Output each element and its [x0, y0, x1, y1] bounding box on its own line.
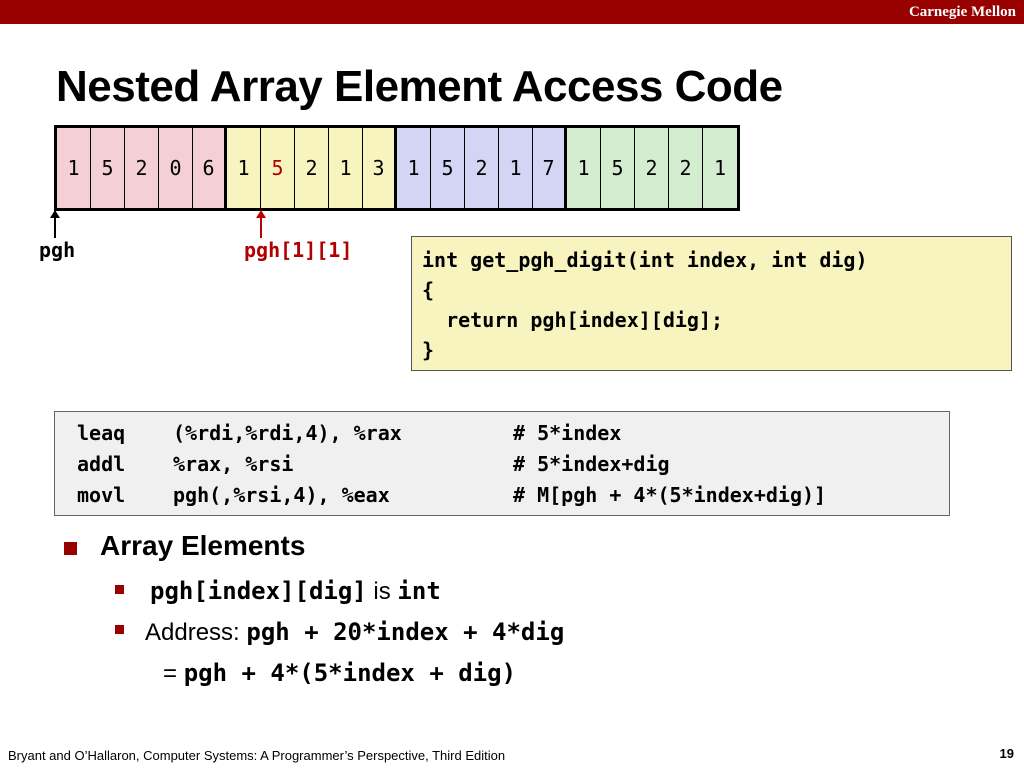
asm-comment: # M[pgh + 4*(5*index+dig)]	[513, 483, 827, 507]
bullet-address: Address: pgh + 20*index + 4*dig	[145, 618, 564, 647]
array-cell: 6	[193, 128, 227, 208]
c-code-box: int get_pgh_digit(int index, int dig) { …	[411, 236, 1012, 371]
array-cell: 2	[465, 128, 499, 208]
slide-title: Nested Array Element Access Code	[56, 62, 783, 111]
square-bullet-icon	[115, 625, 124, 634]
asm-args: %rax, %rsi	[173, 452, 294, 476]
array-cell: 0	[159, 128, 193, 208]
bullet-text: Address:	[145, 619, 247, 646]
asm-row: addl %rax, %rsi # 5*index+dig	[55, 449, 949, 479]
array-cell: 2	[295, 128, 329, 208]
asm-opcode: addl	[77, 452, 126, 476]
square-bullet-icon	[115, 585, 124, 594]
code-address-simplified: pgh + 4*(5*index + dig)	[183, 659, 517, 687]
array-cell: 5	[91, 128, 125, 208]
asm-args: pgh(,%rsi,4), %eax	[173, 483, 390, 507]
array-cell: 1	[703, 128, 737, 208]
array-cell: 1	[499, 128, 533, 208]
code-line: }	[422, 338, 435, 362]
pgh11-arrow-head-icon	[256, 210, 266, 218]
pgh-arrow-head-icon	[50, 210, 60, 218]
asm-comment: # 5*index	[513, 421, 622, 445]
array-cell: 1	[57, 128, 91, 208]
pgh11-arrow-line	[260, 216, 262, 238]
square-bullet-icon	[64, 542, 77, 555]
pgh11-pointer-label: pgh[1][1]	[244, 238, 353, 262]
array-cell: 5	[431, 128, 465, 208]
pgh-arrow-line	[54, 216, 56, 238]
code-address-formula: pgh + 20*index + 4*dig	[246, 618, 565, 646]
array-cell: 1	[567, 128, 601, 208]
pgh-pointer-label: pgh	[39, 238, 76, 262]
array-cell: 2	[669, 128, 703, 208]
array-diagram: 1 5 2 0 6 1 5 2 1 3 1 5 2 1 7 1 5 2 2 1	[54, 125, 740, 211]
array-cell: 3	[363, 128, 397, 208]
bullet-text: is	[366, 578, 398, 605]
bullet-array-elements: Array Elements	[100, 530, 306, 561]
array-cell: 7	[533, 128, 567, 208]
bullet-address-simplified: = pgh + 4*(5*index + dig)	[163, 659, 516, 688]
array-cell: 5	[601, 128, 635, 208]
code-pgh-index-dig: pgh[index][dig]	[150, 577, 367, 605]
array-cell-highlighted: 5	[261, 128, 295, 208]
asm-args: (%rdi,%rdi,4), %rax	[173, 421, 402, 445]
header-bar: Carnegie Mellon	[0, 0, 1024, 24]
array-cell: 1	[329, 128, 363, 208]
bullet-element-type: pgh[index][dig] is int	[150, 577, 441, 606]
array-cell: 2	[635, 128, 669, 208]
code-line: return pgh[index][dig];	[422, 308, 724, 332]
array-cell: 1	[227, 128, 261, 208]
code-line: int get_pgh_digit(int index, int dig)	[422, 248, 868, 272]
code-int: int	[397, 577, 441, 605]
asm-opcode: leaq	[77, 421, 126, 445]
assembly-code-box: leaq (%rdi,%rdi,4), %rax # 5*index addl …	[54, 411, 950, 516]
asm-comment: # 5*index+dig	[513, 452, 670, 476]
code-line: {	[422, 278, 435, 302]
equals-sign: =	[163, 660, 184, 687]
asm-row: leaq (%rdi,%rdi,4), %rax # 5*index	[55, 418, 949, 448]
footer-citation: Bryant and O’Hallaron, Computer Systems:…	[8, 748, 506, 763]
array-cell: 1	[397, 128, 431, 208]
array-cell: 2	[125, 128, 159, 208]
asm-opcode: movl	[77, 483, 126, 507]
brand-label: Carnegie Mellon	[908, 4, 1016, 20]
page-number: 19	[999, 746, 1014, 761]
asm-row: movl pgh(,%rsi,4), %eax # M[pgh + 4*(5*i…	[55, 480, 949, 510]
